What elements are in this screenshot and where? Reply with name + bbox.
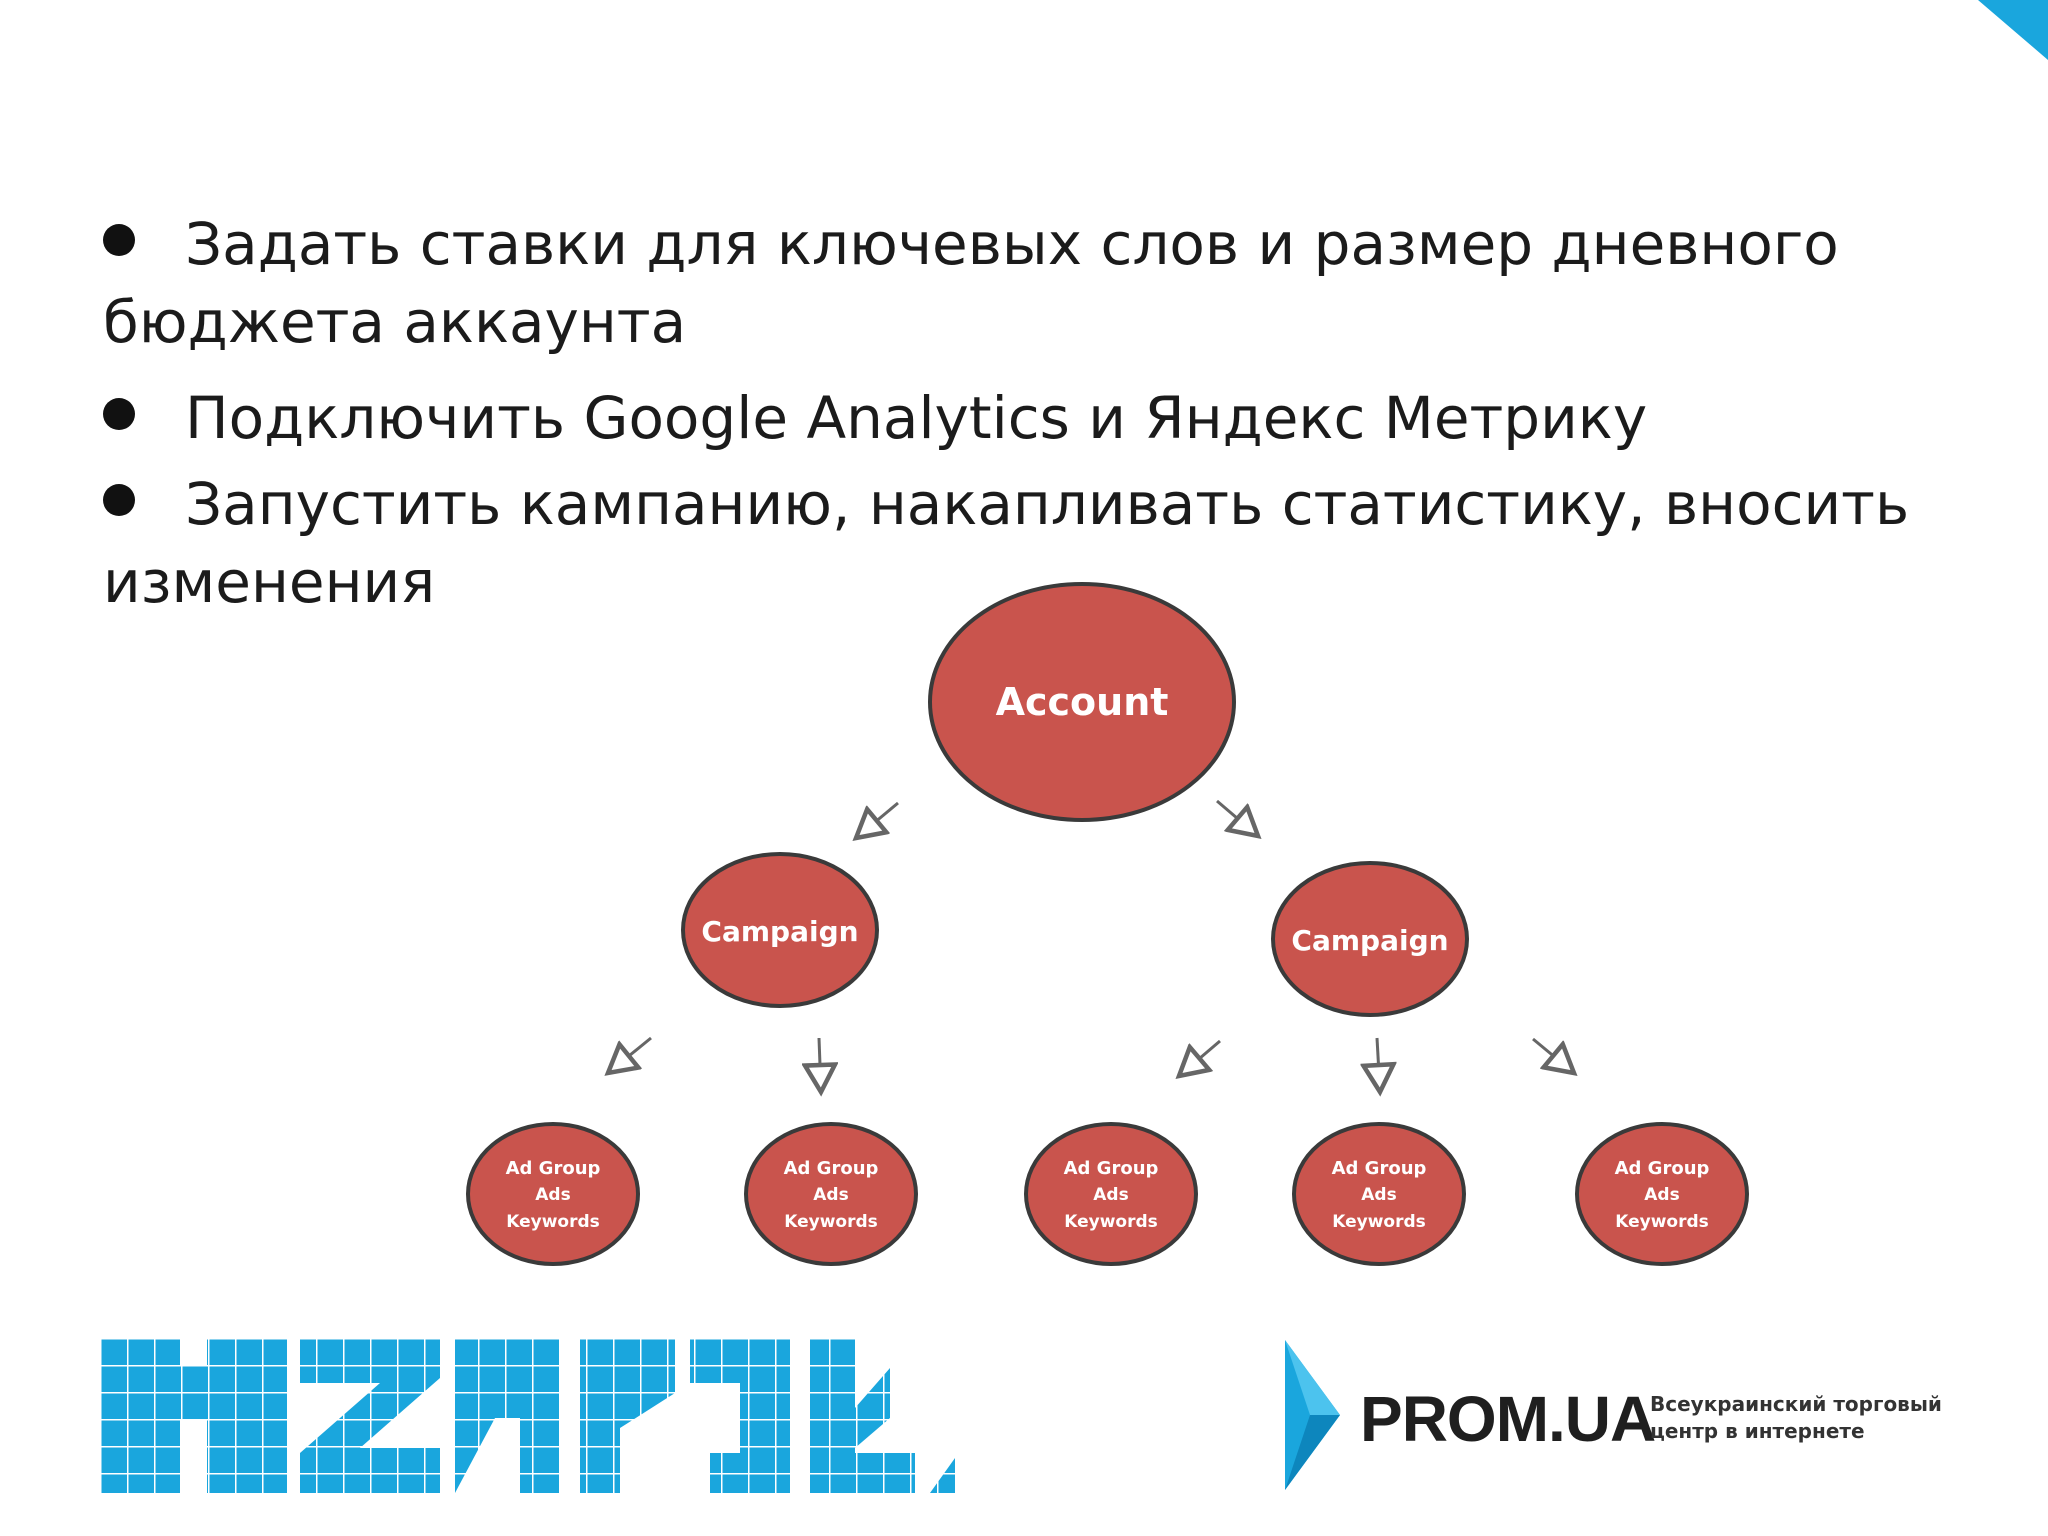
campaign-node: Campaign xyxy=(681,852,879,1008)
ad-group-node: Ad Group Ads Keywords xyxy=(744,1122,918,1266)
bullet-list: Задать ставки для ключевых слов и размер… xyxy=(103,205,1983,639)
campaign-label: Campaign xyxy=(701,915,858,948)
account-node: Account xyxy=(928,582,1236,822)
campaign-node: Campaign xyxy=(1271,861,1469,1017)
arrow-campaign-right-to-adgroup-3 xyxy=(1179,1039,1221,1076)
bullet-dot-icon xyxy=(103,224,135,256)
event-mosaic-logo xyxy=(100,1338,955,1493)
ad-group-label: Ad Group xyxy=(1064,1158,1159,1179)
arrow-campaign-left-to-adgroup-2 xyxy=(819,1037,821,1092)
campaign-label: Campaign xyxy=(1291,924,1448,957)
account-label: Account xyxy=(996,680,1169,724)
prom-arrow-icon xyxy=(1285,1340,1340,1490)
bullet-dot-icon xyxy=(103,484,135,516)
bullet-item: Подключить Google Analytics и Яндекс Мет… xyxy=(103,379,1983,457)
keywords-label: Keywords xyxy=(1064,1212,1158,1232)
arrow-campaign-left-to-adgroup-1 xyxy=(608,1036,652,1073)
ads-label: Ads xyxy=(813,1185,848,1205)
prom-ua-logo: PROM.UA Всеукраинский торговый центр в и… xyxy=(1285,1340,1985,1490)
ad-group-label: Ad Group xyxy=(1615,1158,1710,1179)
arrow-account-to-campaign-right xyxy=(1216,799,1258,836)
ad-group-node: Ad Group Ads Keywords xyxy=(466,1122,640,1266)
corner-accent xyxy=(1978,0,2048,60)
prom-ua-wordmark: PROM.UA xyxy=(1360,1383,1656,1455)
bullet-text: Запустить кампанию, накапливать статисти… xyxy=(103,470,1910,616)
ad-group-label: Ad Group xyxy=(1332,1158,1427,1179)
ad-group-node: Ad Group Ads Keywords xyxy=(1024,1122,1198,1266)
bullet-item: Запустить кампанию, накапливать статисти… xyxy=(103,465,1983,621)
ads-label: Ads xyxy=(1644,1185,1679,1205)
ads-label: Ads xyxy=(535,1185,570,1205)
bullet-text: Подключить Google Analytics и Яндекс Мет… xyxy=(185,384,1648,452)
prom-ua-tagline: Всеукраинский торговый центр в интернете xyxy=(1650,1391,1970,1445)
arrow-account-to-campaign-left xyxy=(856,801,899,838)
ad-group-label: Ad Group xyxy=(784,1158,879,1179)
ad-group-node: Ad Group Ads Keywords xyxy=(1575,1122,1749,1266)
keywords-label: Keywords xyxy=(1615,1212,1709,1232)
keywords-label: Keywords xyxy=(1332,1212,1426,1232)
prom-tagline-line-2: центр в интернете xyxy=(1650,1419,1865,1443)
arrow-campaign-right-to-adgroup-5 xyxy=(1532,1037,1574,1073)
arrow-campaign-right-to-adgroup-4 xyxy=(1377,1037,1380,1092)
bullet-dot-icon xyxy=(103,398,135,430)
bullet-item: Задать ставки для ключевых слов и размер… xyxy=(103,205,1983,361)
ads-label: Ads xyxy=(1361,1185,1396,1205)
bullet-text: Задать ставки для ключевых слов и размер… xyxy=(103,210,1839,356)
ad-group-label: Ad Group xyxy=(506,1158,601,1179)
prom-tagline-line-1: Всеукраинский торговый xyxy=(1650,1392,1942,1416)
ad-group-node: Ad Group Ads Keywords xyxy=(1292,1122,1466,1266)
ads-label: Ads xyxy=(1093,1185,1128,1205)
keywords-label: Keywords xyxy=(506,1212,600,1232)
keywords-label: Keywords xyxy=(784,1212,878,1232)
